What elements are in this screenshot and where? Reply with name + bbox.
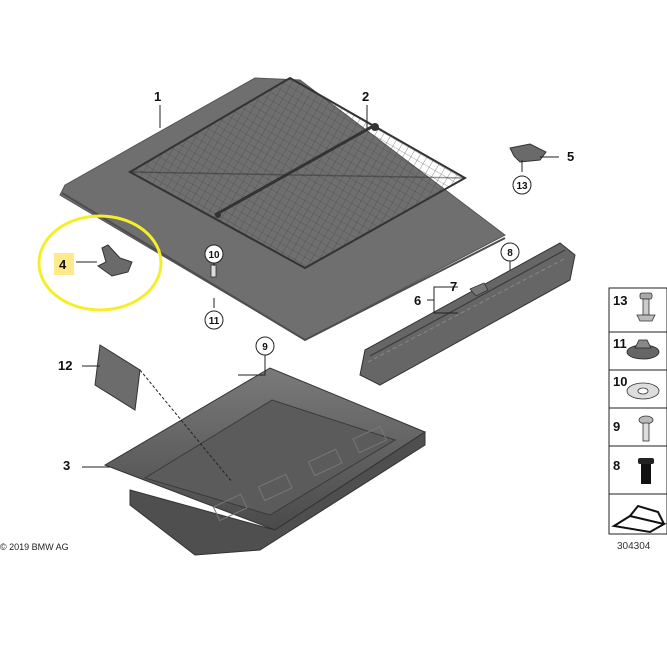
circled-callout-13-part5: 13 <box>512 175 532 195</box>
legend-label-8: 8 <box>613 458 620 473</box>
leader-lines <box>76 105 559 483</box>
cargo-net-part-2 <box>127 76 468 270</box>
legend-label-10: 10 <box>613 374 627 389</box>
bracket-part-4 <box>37 214 163 312</box>
screw-icon <box>638 415 654 442</box>
callout-6: 6 <box>414 293 421 308</box>
callout-4: 4 <box>59 257 67 272</box>
cover-panel-part-12 <box>94 344 141 411</box>
fastener-part-10-on-floor <box>210 264 217 278</box>
svg-text:11: 11 <box>209 316 220 327</box>
circled-callout-11: 11 <box>204 310 224 330</box>
legend-label-9: 9 <box>613 419 620 434</box>
circled-callout-9: 9 <box>255 336 275 356</box>
circled-callout-8: 8 <box>500 242 520 262</box>
clip-part-7 <box>469 282 489 297</box>
plug-icon <box>638 458 654 484</box>
wedge-tool-icon <box>611 504 667 534</box>
callout-4-highlight <box>54 253 74 275</box>
svg-text:10: 10 <box>208 250 220 261</box>
legend-label-13: 13 <box>613 293 627 308</box>
diagram-number: 304304 <box>617 541 651 552</box>
circled-callout-10: 10 <box>204 244 224 264</box>
pin-clip-icon <box>636 292 656 322</box>
legend-label-11: 11 <box>613 336 627 351</box>
fastener-legend: 13 11 10 9 8 <box>608 287 667 535</box>
copyright-text: © 2019 BMW AG <box>0 542 69 552</box>
loading-sill-part-8 <box>359 242 576 386</box>
svg-text:8: 8 <box>507 248 513 259</box>
svg-text:9: 9 <box>262 342 268 353</box>
callout-7: 7 <box>450 279 457 294</box>
expanding-rivet-icon <box>626 339 660 360</box>
storage-bin-part-3 <box>103 367 427 556</box>
clip-part-5 <box>509 143 547 163</box>
callout-2: 2 <box>362 89 369 104</box>
callout-labels: 1 2 3 4 5 6 7 12 <box>54 89 574 473</box>
callout-12: 12 <box>58 358 72 373</box>
washer-nut-icon <box>626 382 660 400</box>
callout-1: 1 <box>154 89 161 104</box>
callout-3: 3 <box>63 458 70 473</box>
callout-5: 5 <box>567 149 574 164</box>
svg-text:13: 13 <box>516 181 528 192</box>
